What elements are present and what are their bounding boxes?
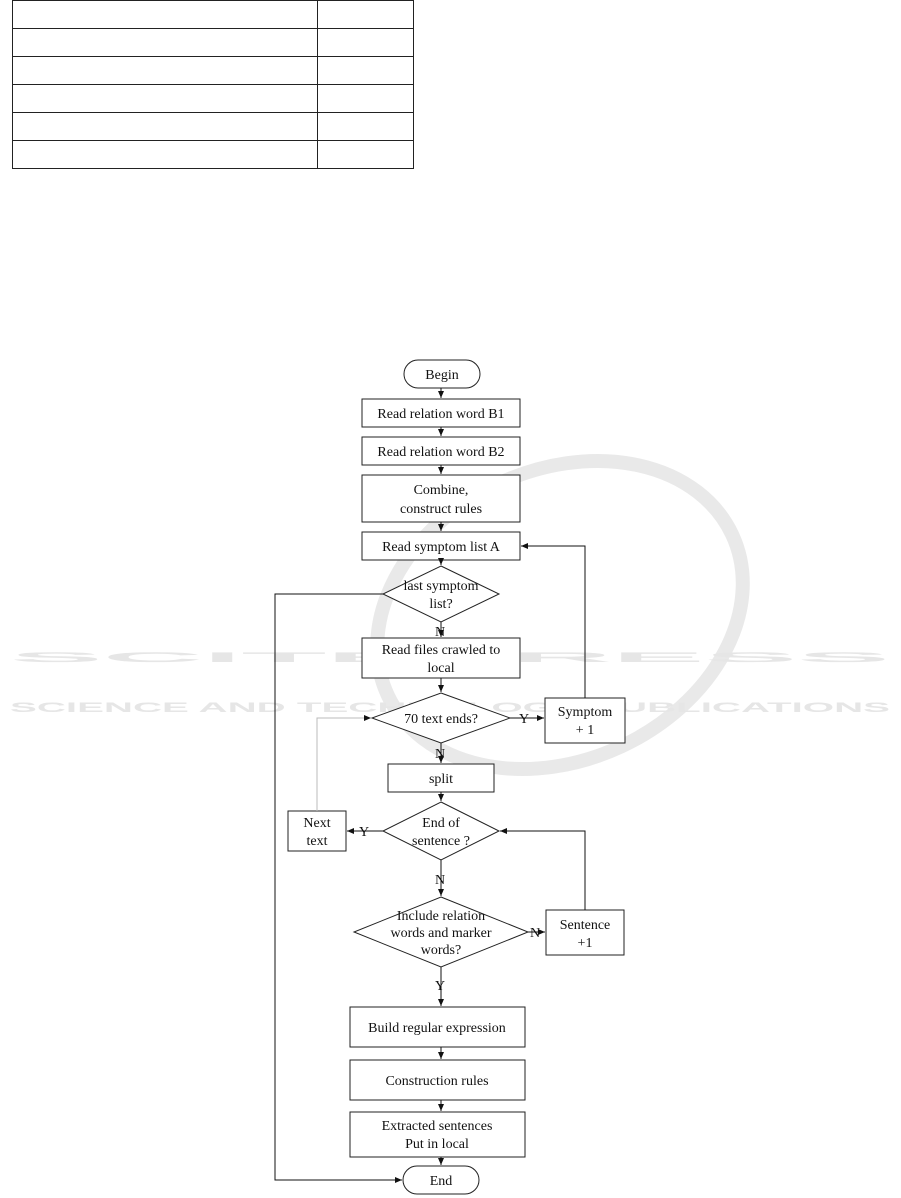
include-n-label: N <box>530 926 540 941</box>
table-cell <box>317 56 414 85</box>
read-files-label-2: local <box>427 661 454 676</box>
end-sentence-label-1: End of <box>422 816 460 831</box>
table-row <box>12 112 414 141</box>
sentence-label-1: Sentence <box>560 918 611 933</box>
read-b1-label: Read relation word B1 <box>377 407 504 422</box>
next-text-label-1: Next <box>303 816 330 831</box>
extracted-label-1: Extracted sentences <box>382 1119 493 1134</box>
last-symptom-n-label: N <box>435 625 445 640</box>
last-symptom-label-1: last symptom <box>403 579 478 594</box>
combine-label-2: construct rules <box>400 502 482 517</box>
read-b1-box <box>361 398 521 428</box>
include-label-3: words? <box>421 943 461 958</box>
symptom-label-2: + 1 <box>576 723 594 738</box>
split-label: split <box>429 772 453 787</box>
arrow-symptom-to-read-a <box>521 543 586 698</box>
table-row <box>12 84 414 113</box>
read-b2-label: Read relation word B2 <box>377 445 504 460</box>
end-of-sentence-decision <box>381 801 501 861</box>
text-ends-label: 70 text ends? <box>404 712 478 727</box>
construction-rules-box <box>349 1059 526 1101</box>
include-y-label: Y <box>435 979 445 994</box>
end-sentence-n-label: N <box>435 873 445 888</box>
sentence-label-2: +1 <box>578 936 593 951</box>
empty-table <box>12 0 414 169</box>
table-body <box>12 0 414 169</box>
table-cell <box>12 112 318 141</box>
end-sentence-y-label: Y <box>359 825 369 840</box>
end-label: End <box>430 1174 453 1189</box>
arrow-sentence-to-end-sentence <box>500 828 586 910</box>
include-label-1: Include relation <box>397 909 485 924</box>
table-cell <box>317 140 414 169</box>
next-text-box <box>287 810 347 852</box>
text-ends-y-label: Y <box>519 712 529 727</box>
read-files-label-1: Read files crawled to <box>382 643 501 658</box>
extracted-sentences-box <box>349 1111 526 1158</box>
next-text-label-2: text <box>307 834 328 849</box>
build-regex-label: Build regular expression <box>368 1021 506 1036</box>
begin-terminal <box>403 359 481 389</box>
arrow-last-to-end <box>274 593 402 1183</box>
build-regex-box <box>349 1006 526 1048</box>
table-cell <box>12 28 318 57</box>
arrow-next-to-text-ends <box>316 715 371 811</box>
combine-label-1: Combine, <box>414 483 469 498</box>
extracted-label-2: Put in local <box>405 1137 469 1152</box>
split-box <box>387 763 495 793</box>
read-files-box <box>361 637 521 679</box>
text-ends-n-label: N <box>435 747 445 762</box>
end-sentence-label-2: sentence ? <box>412 834 470 849</box>
table-row <box>12 140 414 169</box>
include-label-2: words and marker <box>390 926 491 941</box>
last-symptom-label-2: list? <box>429 597 452 612</box>
construction-label: Construction rules <box>385 1074 488 1089</box>
table-cell <box>12 84 318 113</box>
end-terminal <box>402 1165 480 1195</box>
sentence-plus-box <box>545 909 625 956</box>
begin-label: Begin <box>425 368 458 383</box>
read-symptom-label: Read symptom list A <box>382 540 501 555</box>
table-cell <box>12 140 318 169</box>
symptom-label-1: Symptom <box>558 705 613 720</box>
